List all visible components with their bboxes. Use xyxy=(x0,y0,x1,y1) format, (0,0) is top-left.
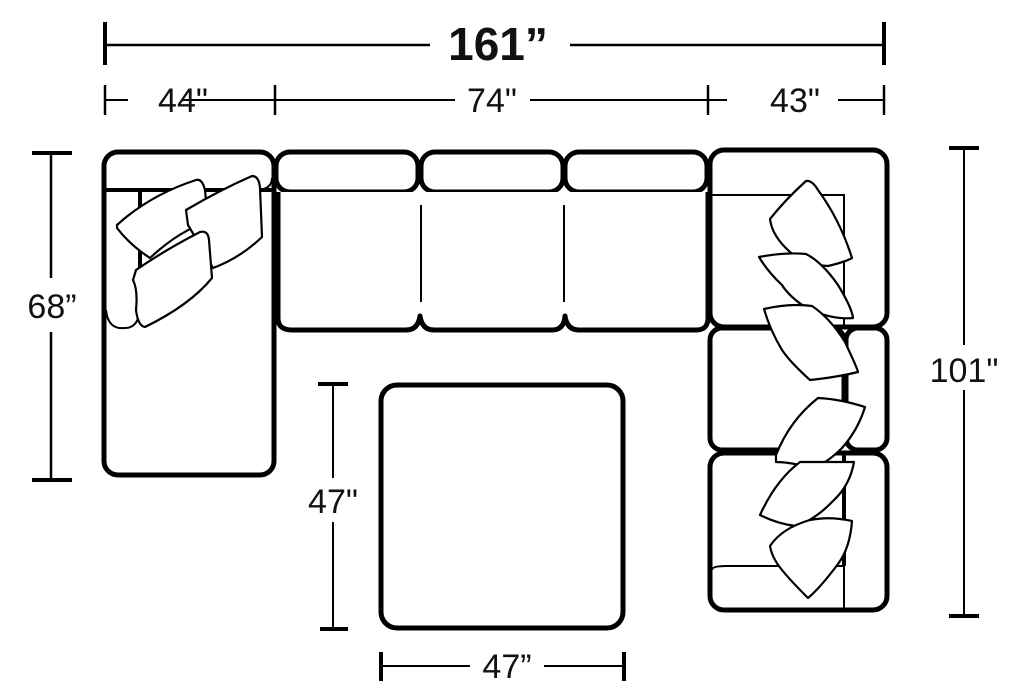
right-sofa-section xyxy=(707,147,890,613)
left-width-label: 44" xyxy=(158,82,208,120)
pillow-icon xyxy=(768,517,854,600)
right-depth-dimension: 101" xyxy=(930,146,999,618)
left-depth-dimension: 68” xyxy=(27,151,77,482)
pillow-icon xyxy=(762,303,860,382)
center-width-label: 74" xyxy=(467,82,517,120)
pillow-icon xyxy=(131,230,214,329)
ottoman-width-dimension: 47” xyxy=(379,648,626,686)
ottoman-width-label: 47” xyxy=(482,648,531,686)
center-sofa xyxy=(273,149,711,333)
right-width-label: 43" xyxy=(770,82,820,120)
ottoman-depth-label: 47" xyxy=(308,483,358,521)
ottoman-depth-dimension: 47" xyxy=(308,382,358,631)
segment-widths-dimension: 44" 74" 43" xyxy=(103,82,886,120)
ottoman xyxy=(378,382,626,631)
overall-width-dimension: 161” xyxy=(103,18,886,70)
left-depth-label: 68” xyxy=(27,288,76,326)
right-depth-label: 101" xyxy=(930,352,999,390)
pillow-icon xyxy=(768,179,854,268)
left-chaise xyxy=(101,149,277,478)
pillow-icon xyxy=(757,252,855,320)
overall-width-label: 161” xyxy=(448,18,548,70)
